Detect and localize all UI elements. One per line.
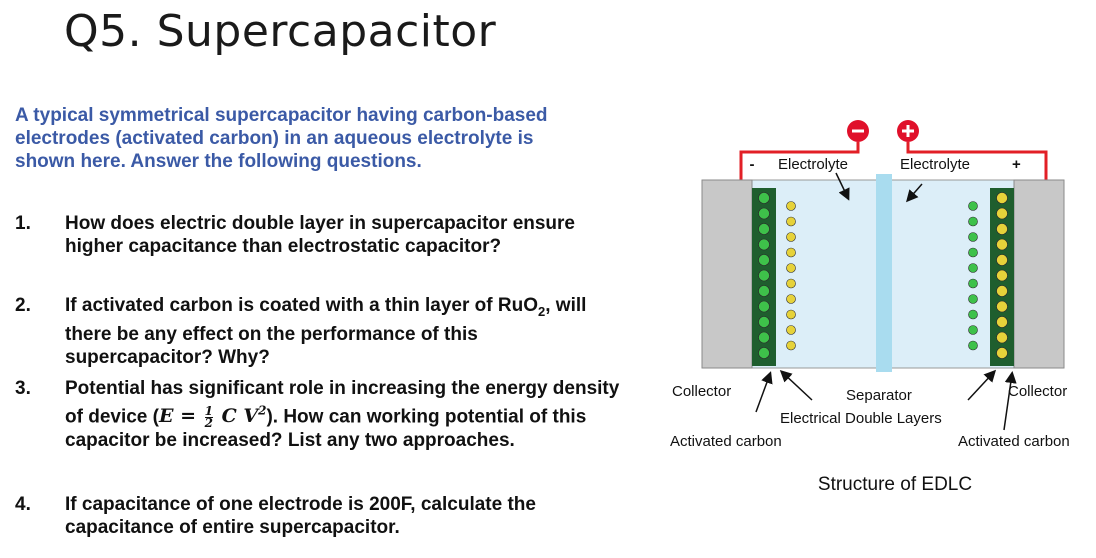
label-electrolyte-right: Electrolyte bbox=[900, 156, 970, 173]
electrode-particle bbox=[996, 269, 1008, 282]
arrow-electrolyte-right bbox=[906, 183, 923, 203]
ion-positive bbox=[786, 232, 796, 242]
electrode-particle bbox=[996, 238, 1008, 251]
ion-negative bbox=[968, 278, 978, 289]
label-activated-carbon-right: Activated carbon bbox=[958, 433, 1070, 450]
electrode-particle bbox=[758, 300, 770, 313]
label-plus: + bbox=[1012, 156, 1021, 173]
ion-negative bbox=[968, 325, 978, 335]
ion-positive bbox=[786, 263, 796, 273]
electrode-particle bbox=[996, 331, 1008, 344]
electrode-particle bbox=[996, 300, 1008, 313]
ion-negative bbox=[968, 294, 978, 304]
electrode-particle bbox=[758, 269, 770, 282]
electrode-particle bbox=[996, 192, 1008, 204]
arrow-collector-left bbox=[755, 371, 773, 413]
ion-negative bbox=[968, 201, 978, 211]
ion-positive bbox=[786, 309, 796, 320]
electrode-particle bbox=[758, 192, 770, 204]
ion-positive bbox=[786, 340, 796, 351]
ion-negative bbox=[968, 232, 978, 242]
question-text: How does electric double layer in superc… bbox=[65, 213, 576, 257]
question-number: 2. bbox=[15, 295, 31, 316]
label-edl: Electrical Double Layers bbox=[780, 410, 942, 427]
label-separator: Separator bbox=[846, 387, 912, 404]
separator bbox=[876, 174, 892, 372]
collector-right bbox=[1013, 179, 1065, 369]
electrode-particle bbox=[758, 254, 770, 266]
label-collector-right: Collector bbox=[1008, 383, 1067, 400]
ions-left bbox=[758, 192, 796, 359]
electrode-particle bbox=[996, 207, 1008, 220]
electrode-particle bbox=[758, 316, 770, 328]
electrode-particle bbox=[996, 223, 1008, 235]
ion-positive bbox=[786, 294, 796, 304]
arrow-edl-right bbox=[967, 369, 997, 401]
question-text: Potential has significant role in increa… bbox=[65, 378, 620, 451]
electrode-particle bbox=[758, 285, 770, 297]
electrode-particle bbox=[758, 207, 770, 220]
ion-negative bbox=[968, 216, 978, 227]
intro-text: A typical symmetrical supercapacitor hav… bbox=[15, 105, 548, 172]
ion-negative bbox=[968, 247, 978, 258]
label-collector-left: Collector bbox=[672, 383, 731, 400]
question-number: 4. bbox=[15, 494, 31, 515]
electrode-particle bbox=[996, 316, 1008, 328]
edlc-diagram: - Electrolyte Electrolyte + Collector Se… bbox=[670, 120, 1070, 450]
electrode-particle bbox=[758, 238, 770, 251]
terminal-positive-icon bbox=[897, 120, 919, 142]
question-text: If capacitance of one electrode is 200F,… bbox=[65, 494, 536, 538]
ion-negative bbox=[968, 309, 978, 320]
ion-negative bbox=[968, 263, 978, 273]
ion-positive bbox=[786, 247, 796, 258]
slide-title: Q5. Supercapacitor bbox=[64, 6, 497, 57]
arrow-edl-left bbox=[779, 369, 813, 401]
ion-positive bbox=[786, 216, 796, 227]
arrow-electrolyte-left bbox=[835, 172, 850, 201]
electrode-particle bbox=[758, 223, 770, 235]
question-number: 3. bbox=[15, 378, 31, 399]
collector-left bbox=[701, 179, 753, 369]
ion-positive bbox=[786, 325, 796, 335]
arrow-collector-right bbox=[1003, 371, 1017, 431]
electrode-particle bbox=[996, 347, 1008, 359]
terminal-negative-icon bbox=[847, 120, 869, 142]
wire-left bbox=[739, 142, 860, 180]
ion-negative bbox=[968, 340, 978, 351]
electrode-particle bbox=[996, 254, 1008, 266]
label-minus: - bbox=[750, 156, 755, 173]
figure-caption: Structure of EDLC bbox=[817, 474, 973, 495]
ion-positive bbox=[786, 201, 796, 211]
electrode-particle bbox=[758, 347, 770, 359]
subscript: 2 bbox=[538, 303, 546, 319]
label-activated-carbon-left: Activated carbon bbox=[670, 433, 782, 450]
label-electrolyte-left: Electrolyte bbox=[778, 156, 848, 173]
ion-positive bbox=[786, 278, 796, 289]
question-text: If activated carbon is coated with a thi… bbox=[65, 295, 587, 368]
wire-right bbox=[906, 142, 1048, 180]
electrode-particle bbox=[996, 285, 1008, 297]
electrode-particle bbox=[758, 331, 770, 344]
ions-right bbox=[968, 192, 1008, 359]
question-number: 1. bbox=[15, 213, 31, 234]
